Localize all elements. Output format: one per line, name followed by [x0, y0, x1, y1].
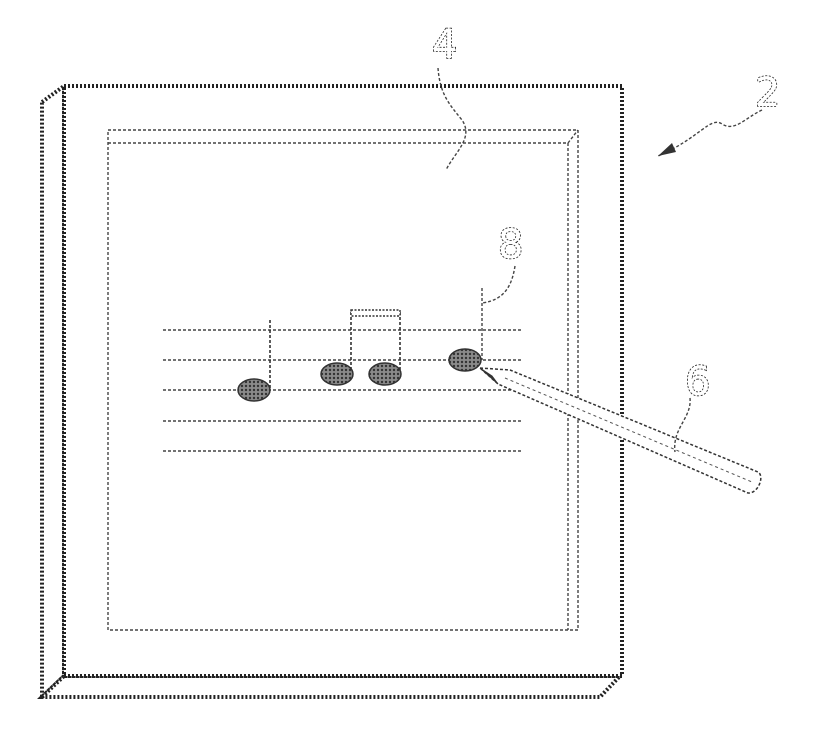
- label-stylus: 6: [685, 359, 710, 405]
- note-beam: [351, 310, 400, 316]
- frame-bottom-bevel: [42, 676, 620, 697]
- frame-left-bevel: [42, 86, 64, 697]
- note-2-head: [321, 363, 353, 385]
- label-screen: 4: [432, 22, 457, 68]
- note-4-head: [449, 349, 481, 371]
- label-device: 2: [755, 70, 780, 116]
- label-note: 8: [498, 222, 523, 268]
- note-1-head: [238, 379, 270, 401]
- note-3-head: [369, 363, 401, 385]
- arrow-2-head: [658, 143, 676, 156]
